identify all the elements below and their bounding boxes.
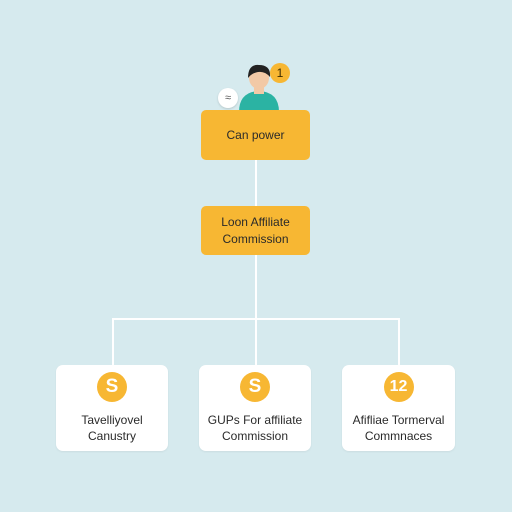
connector-middle-down [255,255,257,365]
middle-node-line1: Loon Affiliate [221,215,290,230]
child-node-right-line2: Commnaces [364,429,433,443]
notification-badge: 1 [270,63,290,83]
middle-node-line2: Commission [222,231,289,246]
person-avatar [236,60,282,112]
dollar-coin-icon: S [97,371,127,402]
dollar-coin-icon: S [240,371,270,402]
child-node-left-line2: Canustry [87,429,137,443]
root-node-label: Can power [226,127,285,142]
child-node-center-line2: Commission [221,429,288,443]
child-node-center-line1: GUPs For affiliate [207,412,303,427]
connector-to-right-child [398,318,400,365]
connector-root-to-middle [255,160,257,206]
child-node-left-line1: Tavelliyovel [81,412,143,427]
number-coin-icon: 12 [383,371,414,402]
child-node-right[interactable]: 12 Afifliae Tormerval Commnaces [342,365,455,451]
badge-number: 1 [276,66,284,80]
child-node-left[interactable]: S Tavelliyovel Canustry [56,365,168,451]
person-icon [239,64,279,112]
connector-to-left-child [112,318,114,365]
child-node-center[interactable]: S GUPs For affiliate Commission [199,365,311,451]
middle-node[interactable]: Loon Affiliate Commission [201,206,310,255]
connector-horizontal [112,318,400,320]
child-node-right-line1: Afifliae Tormerval [352,412,445,427]
root-node[interactable]: Can power [201,110,310,160]
arrows-icon: ≈ [218,88,238,108]
